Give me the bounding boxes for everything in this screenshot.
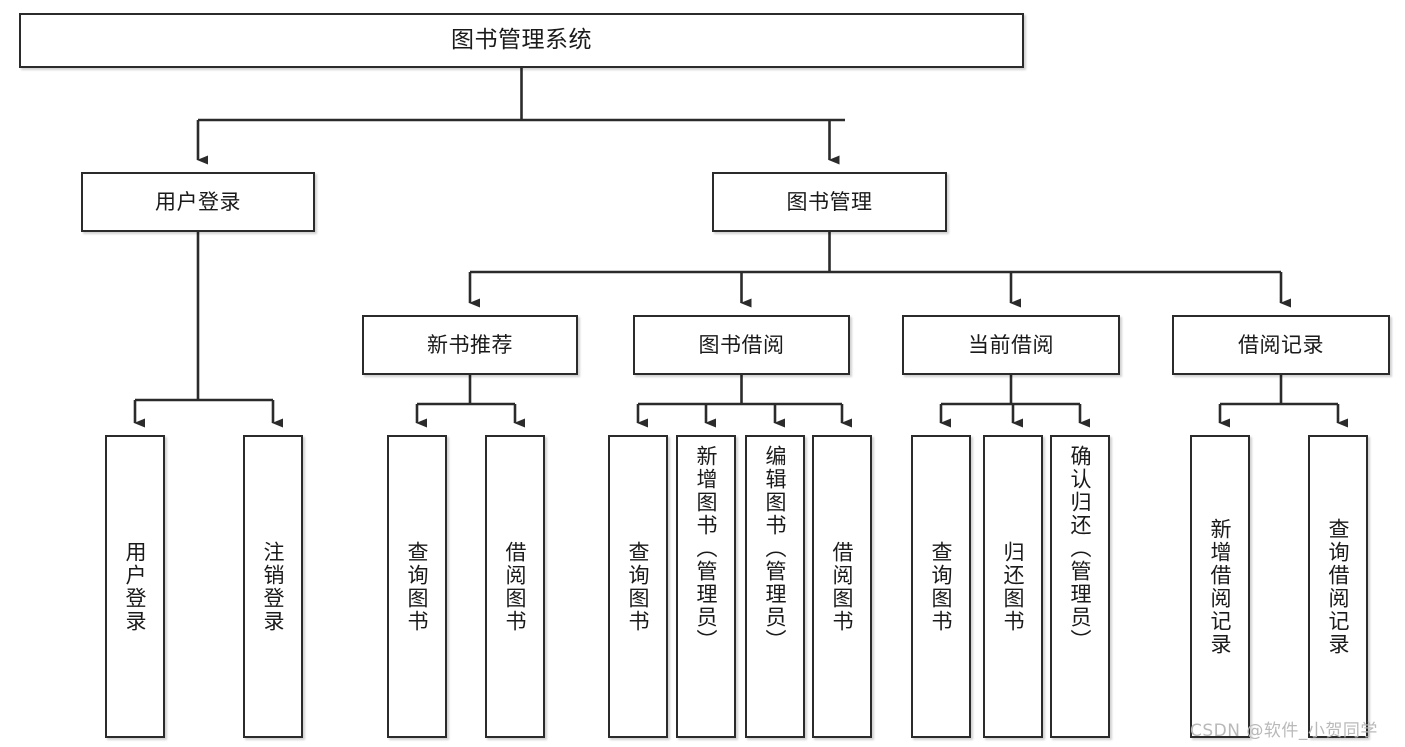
node-book-borrow-label: 图书借阅 (698, 332, 785, 357)
node-leaf-add-borrow-record[interactable]: 新增借阅记录 (1190, 435, 1250, 738)
node-leaf-add-borrow-record-label: 新增借阅记录 (1208, 517, 1233, 656)
node-leaf-return-book[interactable]: 归还图书 (983, 435, 1043, 738)
node-new-book-recommend[interactable]: 新书推荐 (362, 315, 578, 375)
node-leaf-return-book-label: 归还图书 (1001, 540, 1026, 633)
node-current-borrow[interactable]: 当前借阅 (902, 315, 1120, 375)
node-leaf-query-book-1[interactable]: 查询图书 (387, 435, 447, 738)
node-leaf-user-logout-label: 注销登录 (261, 540, 286, 633)
node-leaf-confirm-return-label: 确认归还（管理员） (1068, 445, 1093, 652)
node-leaf-query-book-3[interactable]: 查询图书 (911, 435, 971, 738)
node-user-login[interactable]: 用户登录 (81, 172, 315, 232)
node-leaf-borrow-book-1-label: 借阅图书 (503, 540, 528, 633)
node-book-borrow[interactable]: 图书借阅 (633, 315, 850, 375)
node-root-label: 图书管理系统 (451, 26, 592, 53)
node-leaf-borrow-book-1[interactable]: 借阅图书 (485, 435, 545, 738)
node-leaf-query-book-3-label: 查询图书 (929, 540, 954, 633)
node-leaf-edit-book[interactable]: 编辑图书（管理员） (745, 435, 805, 738)
connector-lines (133, 68, 1348, 428)
node-user-login-label: 用户登录 (155, 189, 241, 214)
node-root[interactable]: 图书管理系统 (19, 13, 1024, 68)
node-book-manage-label: 图书管理 (786, 189, 873, 214)
node-leaf-edit-book-label: 编辑图书（管理员） (763, 445, 788, 652)
node-current-borrow-label: 当前借阅 (968, 332, 1054, 357)
node-leaf-user-login-label: 用户登录 (123, 540, 148, 633)
node-leaf-add-book-label: 新增图书（管理员） (694, 445, 719, 652)
node-borrow-record[interactable]: 借阅记录 (1172, 315, 1390, 375)
node-leaf-query-book-2-label: 查询图书 (626, 540, 651, 633)
node-borrow-record-label: 借阅记录 (1238, 332, 1324, 357)
node-leaf-query-borrow-record-label: 查询借阅记录 (1326, 517, 1351, 656)
node-leaf-query-book-2[interactable]: 查询图书 (608, 435, 668, 738)
node-leaf-confirm-return[interactable]: 确认归还（管理员） (1050, 435, 1110, 738)
watermark-text: CSDN @软件_小贺同学 (1190, 721, 1378, 741)
node-leaf-query-book-1-label: 查询图书 (405, 540, 430, 633)
node-leaf-user-logout[interactable]: 注销登录 (243, 435, 303, 738)
node-leaf-add-book[interactable]: 新增图书（管理员） (676, 435, 736, 738)
node-leaf-query-borrow-record[interactable]: 查询借阅记录 (1308, 435, 1368, 738)
node-new-book-recommend-label: 新书推荐 (427, 332, 513, 357)
node-book-manage[interactable]: 图书管理 (712, 172, 947, 232)
node-leaf-borrow-book-2[interactable]: 借阅图书 (812, 435, 872, 738)
node-leaf-user-login[interactable]: 用户登录 (105, 435, 165, 738)
node-leaf-borrow-book-2-label: 借阅图书 (830, 540, 855, 633)
